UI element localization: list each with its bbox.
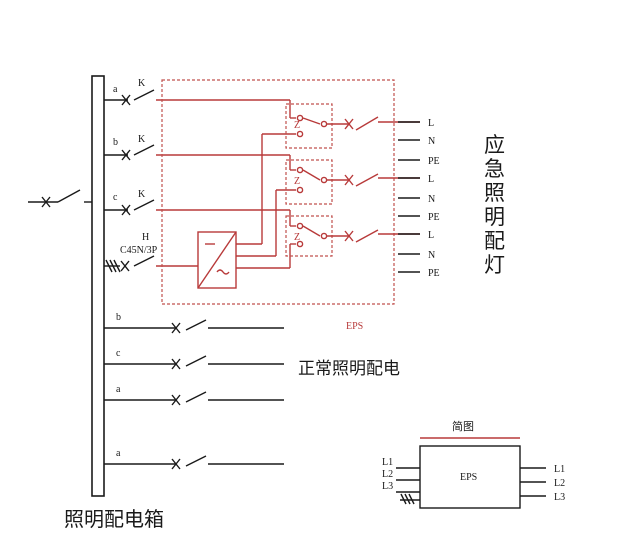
- feeder-a-device: K: [138, 78, 146, 89]
- feeder-c-device: K: [138, 189, 146, 200]
- emergency-title-char-6: 灯: [484, 253, 505, 277]
- output-label-4: L: [428, 174, 434, 185]
- output-label-7: L: [428, 230, 434, 241]
- simplified-diagram: [396, 437, 546, 509]
- simplified-output-l3: L3: [554, 492, 565, 503]
- eps-label: EPS: [346, 321, 363, 332]
- simplified-title: 简图: [452, 419, 474, 433]
- emergency-title-char-1: 应: [484, 133, 505, 157]
- feeder-c-emergency: [104, 199, 296, 227]
- output-label-9: PE: [428, 268, 440, 279]
- panel-title: 照明配电箱: [64, 507, 164, 531]
- z-label-3: Z: [294, 232, 300, 243]
- feeder-h-label: H: [142, 232, 149, 243]
- feeder-h-three-phase: [104, 255, 198, 273]
- emergency-title-char-2: 急: [484, 157, 505, 181]
- emergency-title-char-5: 配: [484, 229, 505, 253]
- simplified-output-l2: L2: [554, 478, 565, 489]
- emergency-title-char-4: 明: [484, 205, 505, 229]
- simplified-output-l1: L1: [554, 464, 565, 475]
- normal-circuit-4: [104, 455, 284, 470]
- busbar: [91, 75, 105, 497]
- emergency-title-char-3: 照: [484, 181, 505, 205]
- output-label-6: PE: [428, 212, 440, 223]
- normal-circuit-1: [104, 319, 284, 334]
- transfer-switch-3: [285, 215, 420, 257]
- simplified-input-l2: L2: [382, 469, 393, 480]
- normal-circuit-2-phase: c: [116, 348, 121, 359]
- output-label-1: L: [428, 118, 434, 129]
- output-conductors: [398, 121, 420, 273]
- simplified-input-l1: L1: [382, 457, 393, 468]
- feeder-a-emergency: [104, 89, 296, 119]
- eps-enclosure: [161, 79, 395, 305]
- feeder-b-device: K: [138, 134, 146, 145]
- normal-circuit-4-phase: a: [116, 448, 121, 459]
- simplified-input-l3: L3: [382, 481, 393, 492]
- emergency-lighting-title: 应 急 照 明 配 灯: [484, 133, 505, 277]
- feeder-c-phase: c: [113, 192, 118, 203]
- output-label-8: N: [428, 250, 435, 261]
- output-label-3: PE: [428, 156, 440, 167]
- z-label-1: Z: [294, 120, 300, 131]
- feeder-b-emergency: [104, 144, 296, 171]
- z-label-2: Z: [294, 176, 300, 187]
- simplified-box-label: EPS: [460, 472, 477, 483]
- normal-circuit-3: [104, 391, 284, 406]
- feeder-a-phase: a: [113, 84, 118, 95]
- normal-circuit-1-phase: b: [116, 312, 121, 323]
- incoming-switch: [28, 189, 92, 208]
- transfer-switch-1: [285, 103, 420, 149]
- inverter-box: [197, 133, 296, 289]
- output-label-2: N: [428, 136, 435, 147]
- feeder-b-phase: b: [113, 137, 118, 148]
- normal-circuit-2: [104, 355, 284, 370]
- normal-lighting-title: 正常照明配电: [298, 359, 400, 379]
- feeder-h-breaker: C45N/3P: [120, 245, 158, 256]
- normal-circuit-3-phase: a: [116, 384, 121, 395]
- output-label-5: N: [428, 194, 435, 205]
